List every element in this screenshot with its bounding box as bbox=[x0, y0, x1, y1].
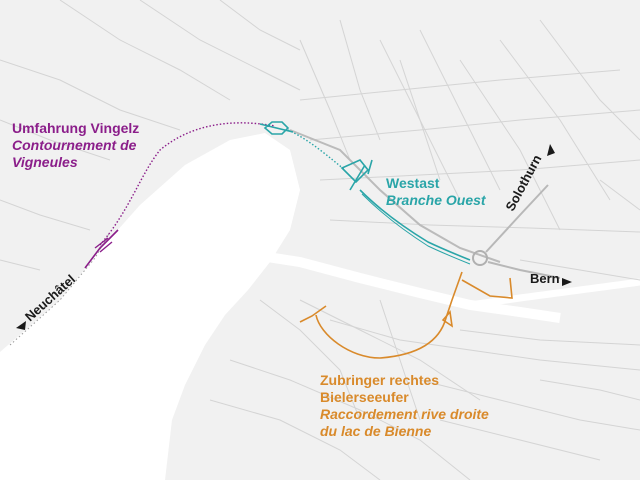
route-westast-main bbox=[359, 189, 471, 261]
junction-east bbox=[472, 250, 488, 266]
route-vingelz-surface bbox=[84, 229, 119, 269]
label-vingelz-de: Umfahrung Vingelz bbox=[12, 120, 139, 136]
lake-biel bbox=[0, 133, 300, 480]
route-westast-junction-west bbox=[259, 121, 294, 135]
label-zubringer-de-1: Zubringer rechtes bbox=[320, 372, 439, 388]
label-zubringer-fr-1: Raccordement rive droite bbox=[320, 406, 489, 422]
route-westast-tunnel bbox=[287, 129, 346, 171]
road-bern bbox=[487, 261, 561, 279]
route-westast-junction-mid bbox=[340, 159, 373, 191]
road-solothurn bbox=[485, 184, 549, 253]
route-zubringer-junction bbox=[441, 310, 454, 328]
label-bern: Bern bbox=[530, 271, 560, 286]
label-zubringer-de-2: Bielerseeufer bbox=[320, 389, 409, 405]
river bbox=[234, 247, 561, 323]
arrow-solothurn-icon bbox=[547, 144, 555, 156]
label-zubringer-fr-2: du lac de Bienne bbox=[320, 423, 431, 439]
route-vingelz-junction bbox=[94, 237, 113, 253]
route-zubringer-branch bbox=[461, 277, 513, 299]
route-westast-parallel bbox=[361, 193, 471, 265]
river-lower bbox=[469, 278, 640, 309]
route-zubringer-main bbox=[315, 271, 463, 359]
label-westast-fr: Branche Ouest bbox=[386, 192, 487, 208]
label-vingelz-fr-1: Contournement de bbox=[12, 137, 137, 153]
arrow-neuchatel-icon bbox=[16, 321, 26, 330]
route-vingelz-tunnel bbox=[99, 122, 276, 246]
label-vingelz-fr-2: Vigneules bbox=[12, 154, 78, 170]
railway-main bbox=[289, 129, 501, 263]
label-westast-de: Westast bbox=[386, 175, 440, 191]
route-zubringer-west-end bbox=[299, 305, 327, 323]
arrow-bern-icon bbox=[562, 278, 572, 286]
